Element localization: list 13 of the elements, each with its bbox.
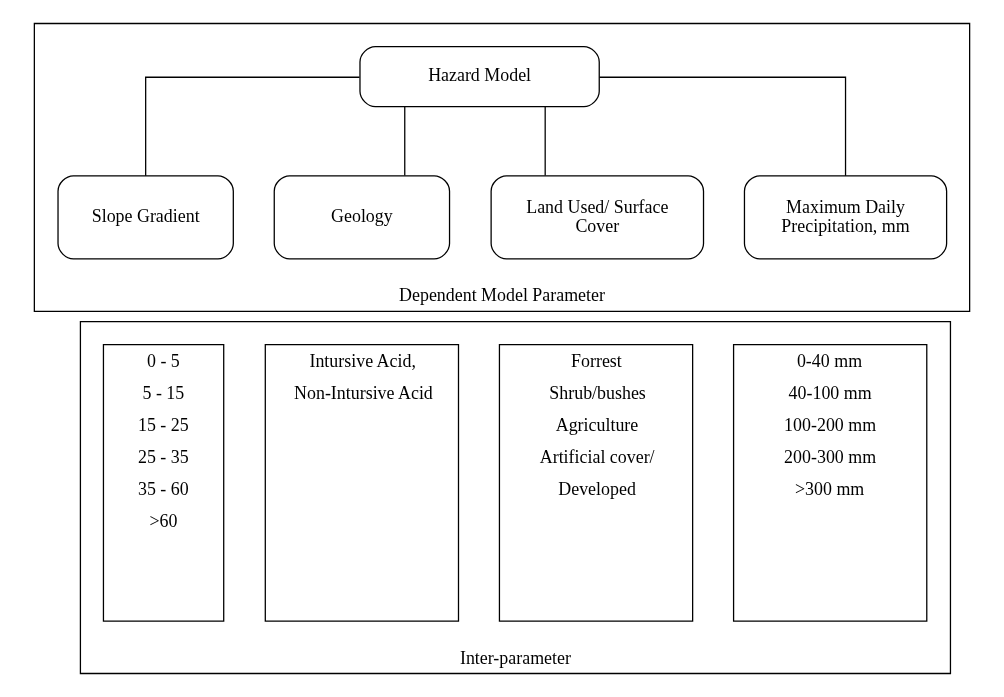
connector [145,76,361,177]
node-box: 0-40 mm 40-100 mm 100-200 mm 200-300 mm >300 mm [732,344,928,622]
node-box: Intursive Acid, Non-Intursive Acid [264,344,460,622]
node-box: Slope Gradient [57,175,234,260]
connector [598,76,847,177]
connector [544,106,546,177]
node-box: Maximum Daily Precipitation, mm [743,175,948,260]
node-box: Geology [273,175,451,260]
node-box: Hazard Model [359,45,600,108]
node-box: Forrest Shrub/bushes Agriculture Artificial cover/ Developed [498,344,694,622]
node-box: Land Used/ Surface Cover [490,175,705,260]
node-box: 0 - 5 5 - 15 15 - 25 25 - 35 35 - 60 >60 [102,344,225,622]
connector [404,106,406,177]
